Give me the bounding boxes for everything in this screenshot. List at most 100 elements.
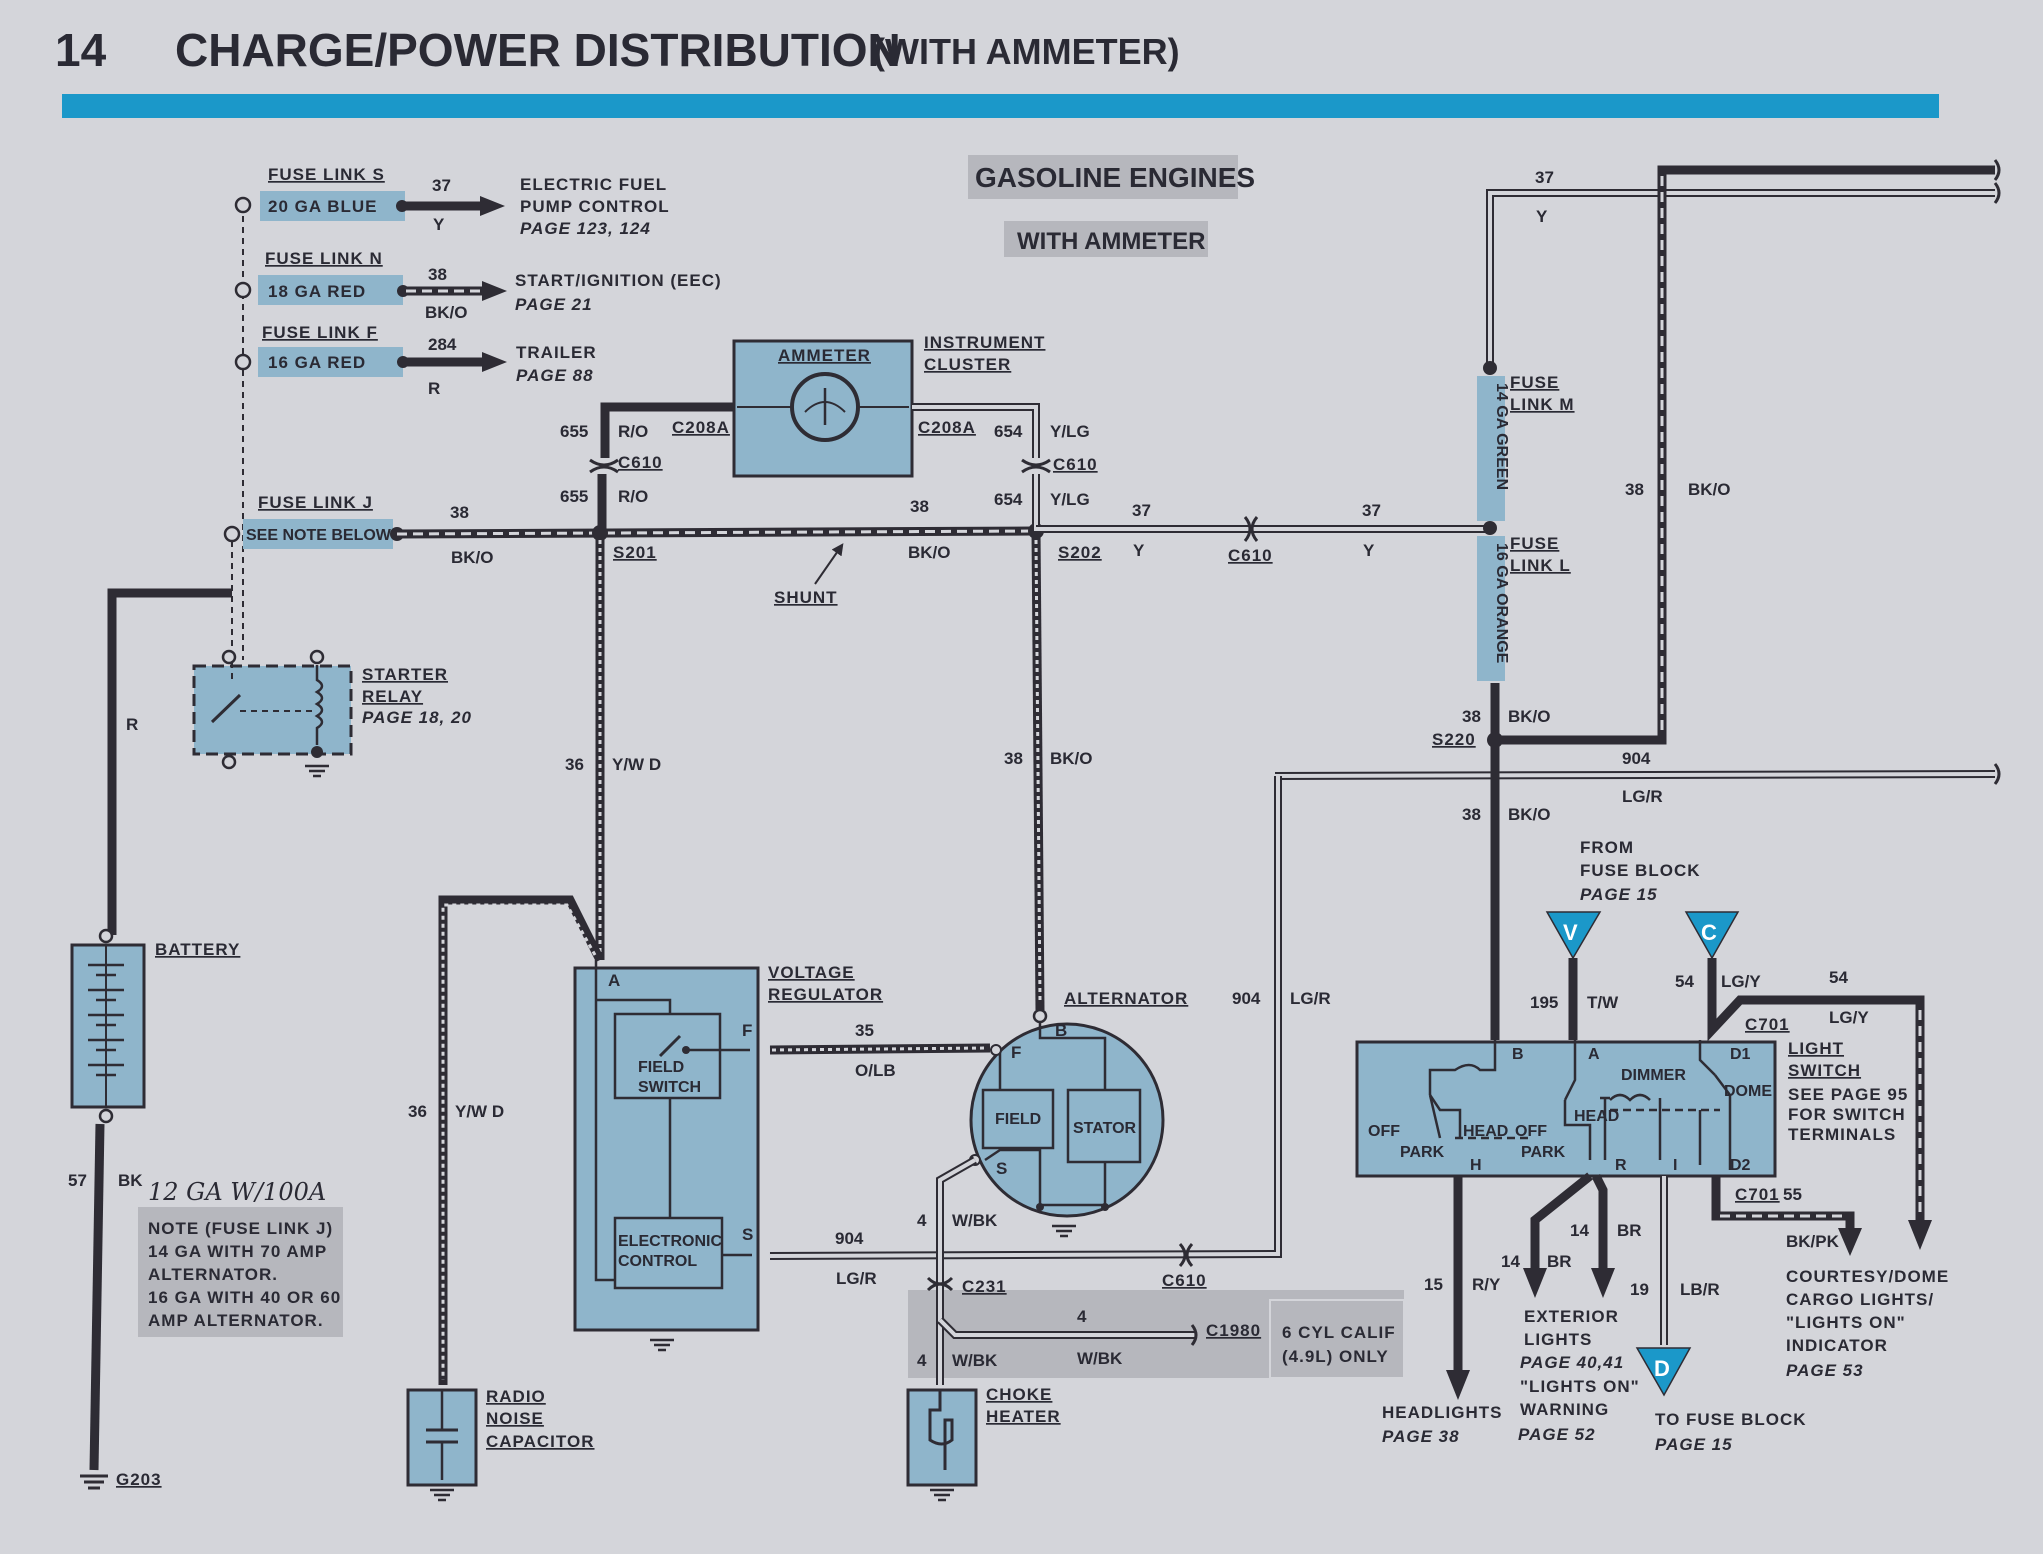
wire-r-battery: [107, 588, 232, 935]
ls-dome: DOME: [1724, 1083, 1772, 1100]
fuse-l-name1: FUSE: [1510, 534, 1559, 553]
alt-field: [981, 1088, 1055, 1150]
alt-s: S: [996, 1159, 1007, 1178]
courtesy-2: CARGO LIGHTS/: [1786, 1290, 1934, 1309]
w37-top: 37: [1535, 168, 1554, 187]
battery-label: BATTERY: [155, 940, 240, 959]
start-page: PAGE 21: [515, 295, 593, 314]
ls-for: FOR SWITCH: [1788, 1105, 1906, 1124]
ls-park2: PARK: [1521, 1144, 1566, 1161]
arrow-headlights: [1446, 1370, 1470, 1400]
wbk-a: W/BK: [952, 1211, 998, 1230]
fuse-link-m-gauge: 14 GA GREEN: [1493, 383, 1510, 490]
courtesy-3: "LIGHTS ON": [1786, 1313, 1906, 1332]
wire-37-top-end: [1993, 182, 2001, 204]
from-fuse-page: PAGE 15: [1580, 885, 1658, 904]
w904-top: 904: [1622, 749, 1651, 768]
wire-904-top-end: [1993, 763, 2001, 785]
starter-relay-page: PAGE 18, 20: [362, 708, 472, 727]
vr-term-s: S: [742, 1225, 753, 1244]
c610-conn-d: [1178, 1242, 1194, 1268]
w4-a: 4: [917, 1211, 927, 1230]
fuse-link-l: [1477, 536, 1505, 681]
ls-i: I: [1673, 1157, 1677, 1174]
alt-b: B: [1055, 1021, 1067, 1040]
y-top: Y: [1536, 207, 1548, 226]
c610-d: C610: [1162, 1271, 1207, 1290]
light-switch-internals: [1428, 1040, 1732, 1170]
w14-a: 14: [1501, 1252, 1520, 1271]
choke-1: CHOKE: [986, 1385, 1052, 1404]
arrow-ext-b: [1591, 1268, 1615, 1298]
bko-alt: BK/O: [1050, 749, 1093, 768]
relay-top-r: [309, 649, 325, 665]
w19: 19: [1630, 1280, 1649, 1299]
fuse-m-name2: LINK M: [1510, 395, 1575, 414]
w37-a: 37: [1132, 501, 1151, 520]
from-fuse-1: FROM: [1580, 838, 1634, 857]
battery-pos: [98, 928, 114, 944]
arrow-fuel-pump: [480, 196, 505, 216]
w36-a: 36: [565, 755, 584, 774]
relay-top-l: [221, 649, 237, 665]
battery-neg: [98, 1108, 114, 1124]
wire-55: [1711, 1176, 1855, 1230]
radio-cap-1: RADIO: [486, 1387, 546, 1406]
exterior-page: PAGE 40,41: [1520, 1353, 1624, 1372]
bk57: BK: [118, 1171, 143, 1190]
fuse-link-m: [1477, 376, 1505, 521]
calif-1: 6 CYL CALIF: [1282, 1323, 1396, 1342]
fuse-f-node: [234, 353, 252, 371]
trailer-dest: TRAILER: [516, 343, 597, 362]
wire-14-b: [1591, 1173, 1608, 1270]
w35: 35: [855, 1021, 874, 1040]
wbk-c: W/BK: [952, 1351, 998, 1370]
wire-38-right: [1495, 165, 1995, 745]
field-switch: [613, 1012, 722, 1100]
g203-label: G203: [116, 1470, 162, 1489]
w4-b: 4: [1077, 1307, 1087, 1326]
br-a: BR: [1547, 1252, 1572, 1271]
shunt-pointer: [814, 543, 844, 585]
c701-b: C701: [1735, 1185, 1780, 1204]
ammeter-label: AMMETER: [778, 346, 871, 365]
ls-r: R: [1615, 1157, 1627, 1174]
w38-below: 38: [1462, 805, 1481, 824]
courtesy-1: COURTESY/DOME: [1786, 1267, 1949, 1286]
alt-f: F: [1011, 1043, 1021, 1062]
lgr-c: LG/R: [1290, 989, 1331, 1008]
w14-b: 14: [1570, 1221, 1589, 1240]
fuse-m-name1: FUSE: [1510, 373, 1559, 392]
field-switch-2: SWITCH: [638, 1079, 701, 1096]
c610-b: C610: [1053, 455, 1098, 474]
fuse-link-n-name: FUSE LINK N: [265, 249, 383, 268]
c208a-l: C208A: [672, 418, 730, 437]
note-line4: 16 GA WITH 40 OR 60: [148, 1288, 341, 1307]
electronic-control: [613, 1216, 724, 1290]
wire-37-top: [1486, 189, 1995, 370]
c231-label: C231: [962, 1277, 1007, 1296]
lights-on-1: "LIGHTS ON": [1520, 1377, 1640, 1396]
ywd-b: Y/W D: [455, 1102, 504, 1121]
w37-s: 37: [432, 176, 451, 195]
wire-4-c1980-in: [938, 1318, 1195, 1337]
battery-cells: [88, 963, 124, 1077]
w38-alt: 38: [1004, 749, 1023, 768]
choke-2: HEATER: [986, 1407, 1061, 1426]
wire-38-main: [396, 526, 1036, 539]
to-fuse-page: PAGE 15: [1655, 1435, 1733, 1454]
c1980-label: C1980: [1206, 1321, 1261, 1340]
fuel-pump-dest2: PUMP CONTROL: [520, 197, 670, 216]
wire-37-top-in: [1488, 191, 1995, 370]
instrument-cluster-1: INSTRUMENT: [924, 333, 1045, 352]
choke-heater: [906, 1388, 978, 1487]
ls-park1: PARK: [1400, 1144, 1445, 1161]
bko-shunt: BK/O: [908, 543, 951, 562]
w904-b: 904: [835, 1229, 864, 1248]
alt-dot-1: [1036, 1203, 1044, 1211]
courtesy-4: INDICATOR: [1786, 1336, 1888, 1355]
conn-v-marker: [1545, 911, 1602, 960]
fuse-link-s-name: FUSE LINK S: [268, 165, 385, 184]
note-line2: 14 GA WITH 70 AMP: [148, 1242, 327, 1261]
exterior-2: LIGHTS: [1524, 1330, 1592, 1349]
